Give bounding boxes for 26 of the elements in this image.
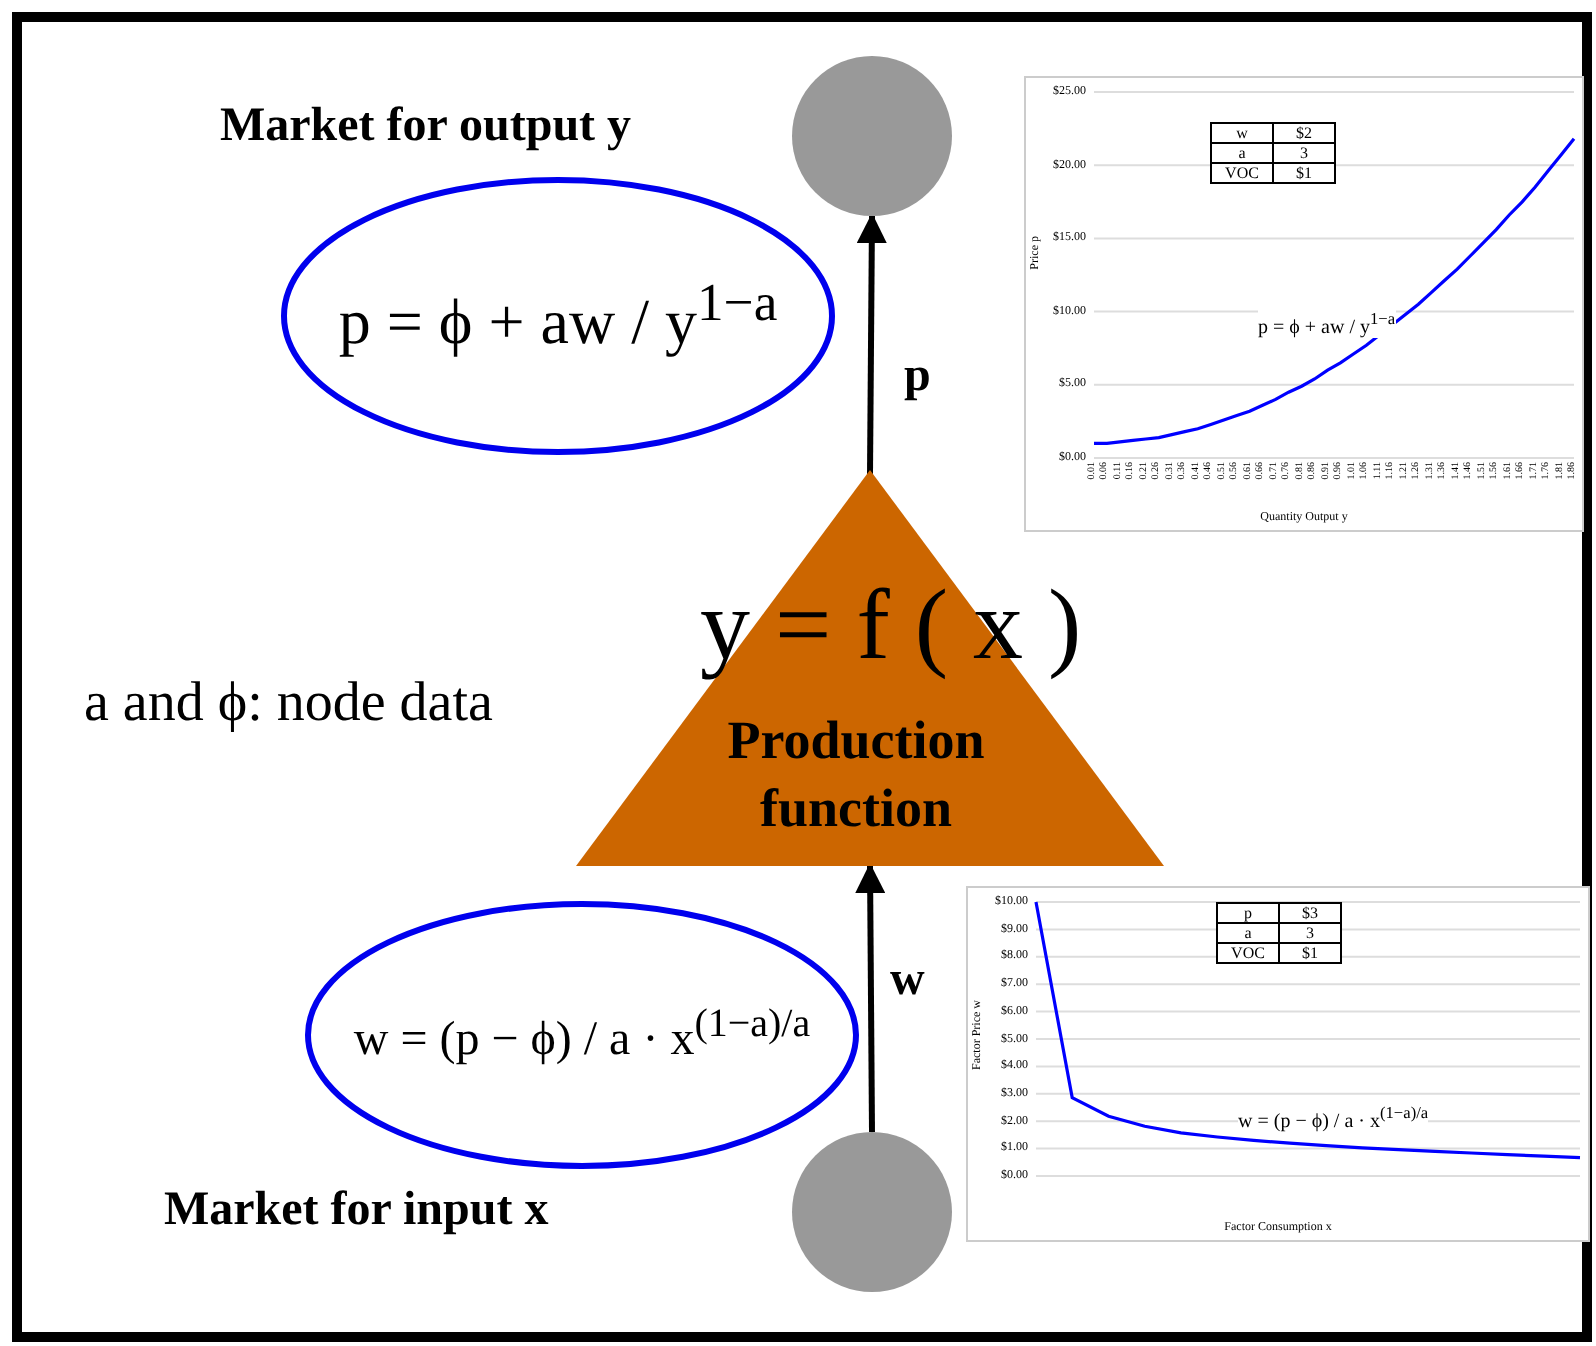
market-label: Market for output y — [220, 100, 632, 154]
table-cell: $1 — [1273, 163, 1335, 183]
table-cell: a — [1217, 923, 1279, 943]
table-cell: $2 — [1273, 123, 1335, 143]
node-title: Production function — [725, 708, 987, 842]
market-circle — [792, 1132, 952, 1292]
formula-label: w = (p − ϕ) / a · x$^{(1−a)/a}$ — [1238, 1104, 1429, 1133]
table-cell: $3 — [1279, 903, 1341, 923]
arrow — [856, 213, 887, 475]
note-label: a and ϕ: node data — [84, 672, 493, 736]
formula-label: p = ϕ + aw / y$^{1−a}$ — [1258, 310, 1396, 339]
table-cell: VOC — [1217, 943, 1279, 963]
table-cell: p — [1217, 903, 1279, 923]
table-cell: a — [1211, 143, 1273, 163]
arrow — [855, 863, 886, 1133]
table-cell: $1 — [1279, 943, 1341, 963]
table-cell: 3 — [1273, 143, 1335, 163]
formula-text: p = ϕ + aw / y$^{1−a}$ — [338, 272, 778, 360]
table-cell: w — [1211, 123, 1273, 143]
market-label: Market for input x — [164, 1184, 549, 1238]
table-cell: 3 — [1279, 923, 1341, 943]
formula-ellipse — [280, 176, 836, 456]
formula-text: w = (p − ϕ) / a · x$^{(1−a)/a}$ — [353, 1002, 811, 1068]
formula-ellipse — [304, 900, 860, 1170]
market-circle — [792, 56, 952, 216]
table-cell: VOC — [1211, 163, 1273, 183]
